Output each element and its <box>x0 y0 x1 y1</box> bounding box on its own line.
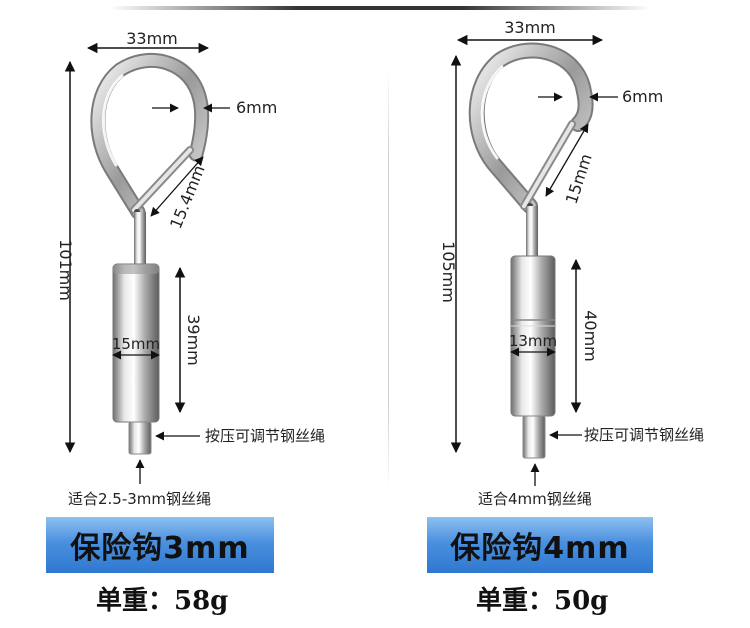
right-product-banner: 保险钩4mm <box>427 517 653 573</box>
left-dimension-lines <box>64 42 230 484</box>
center-divider <box>388 70 389 490</box>
right-width-label: 33mm <box>504 18 556 37</box>
left-total-label: 101mm <box>56 239 75 301</box>
right-sleeve-label: 40mm <box>581 310 600 362</box>
left-weight-text: 单重：58g <box>96 586 229 616</box>
left-gap-label: 6mm <box>236 98 277 117</box>
right-total-label: 105mm <box>439 241 458 303</box>
right-press-label: 按压可调节钢丝绳 <box>584 426 704 444</box>
left-diameter-label: 15mm <box>112 335 160 353</box>
top-decorative-line <box>110 6 650 10</box>
right-gap-label: 6mm <box>622 87 663 106</box>
left-press-label: 按压可调节钢丝绳 <box>205 427 325 445</box>
hook-3mm <box>90 53 210 455</box>
left-suitable-text: 适合2.5-3mm钢丝绳 <box>68 490 212 508</box>
right-dimension-lines <box>450 34 618 486</box>
left-product-banner: 保险钩3mm <box>46 517 274 573</box>
left-sleeve-label: 39mm <box>184 314 203 366</box>
left-width-label: 33mm <box>126 29 178 48</box>
hook-4mm <box>468 42 594 459</box>
right-diameter-label: 13mm <box>509 332 557 350</box>
right-suitable-text: 适合4mm钢丝绳 <box>478 490 592 508</box>
right-weight-text: 单重：50g <box>476 586 609 616</box>
